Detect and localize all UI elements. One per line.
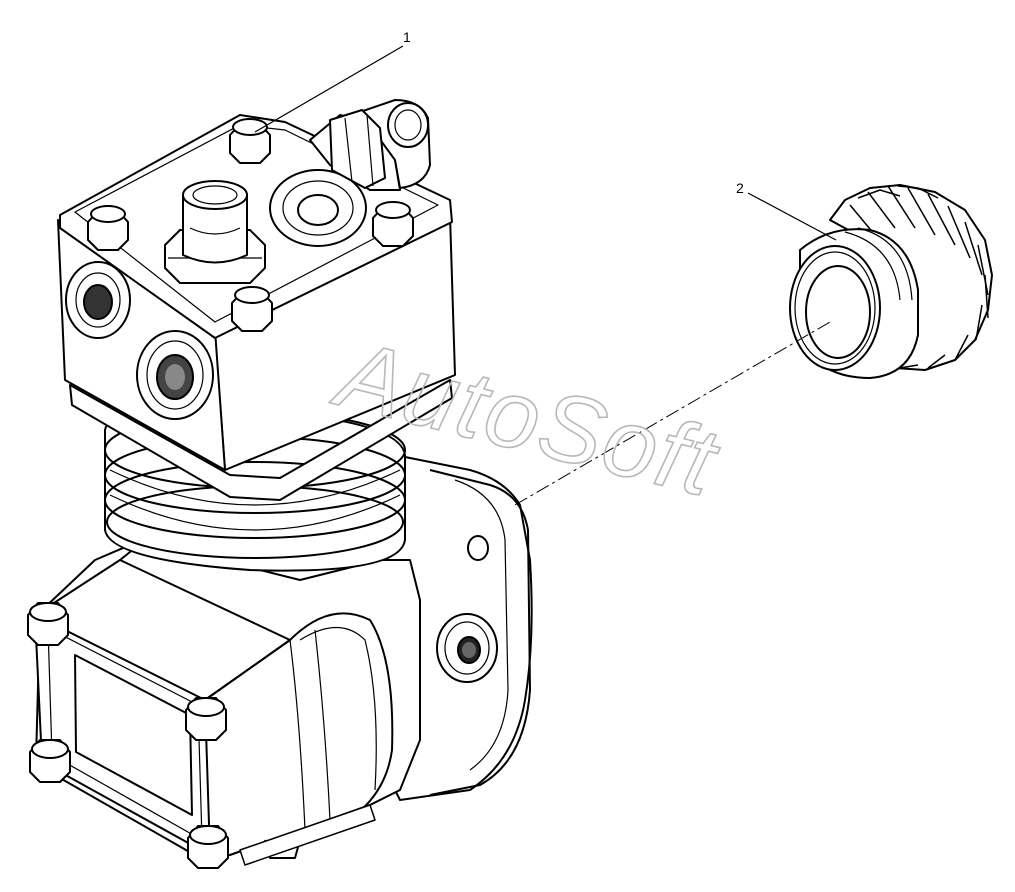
gear-bore: [805, 265, 871, 359]
top-outlet-boss: [269, 169, 367, 247]
gear-teeth: [849, 185, 989, 369]
callout-number-2: 2: [736, 180, 744, 196]
head-gasket: [69, 379, 453, 501]
head-front-port-right: [136, 330, 214, 420]
cover-bolt-top-left: [27, 602, 69, 646]
drive-gear[interactable]: [789, 184, 993, 379]
compressor-assembly[interactable]: [27, 99, 533, 869]
head-bolt-top: [229, 118, 271, 164]
name-plate: [74, 654, 193, 816]
leader-line-2: [747, 192, 837, 241]
callout-number-1: 1: [403, 29, 411, 45]
leader-lines: [254, 45, 837, 506]
head-bolt-front: [231, 286, 273, 332]
cover-bolt-bottom-right: [187, 825, 229, 869]
head-bolt-left: [87, 205, 129, 251]
assembly-axis-line: [514, 321, 831, 506]
top-fitting: [164, 180, 266, 284]
leader-line-1: [254, 45, 404, 133]
rear-elbow-fitting: [309, 99, 431, 191]
flange-hole: [467, 535, 489, 561]
rear-flange: [429, 469, 531, 796]
cooling-fin-3: [104, 461, 406, 539]
cover-bolt-mid-right: [185, 697, 227, 741]
head-front-port-left: [65, 261, 131, 339]
cover-bolt-bottom-left: [29, 739, 71, 783]
head-bolt-right: [372, 201, 414, 247]
